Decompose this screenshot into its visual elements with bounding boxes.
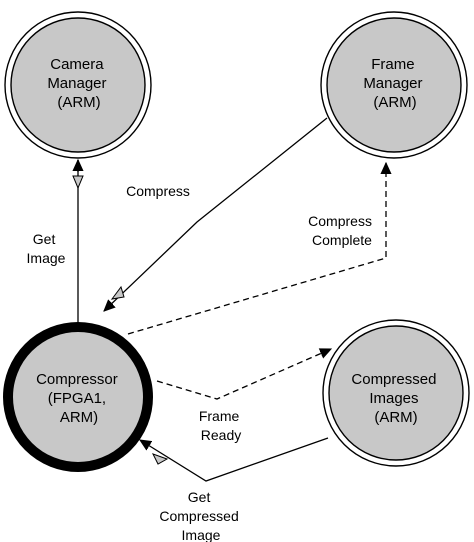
node-label-line: (ARM) <box>57 94 100 111</box>
node-frame-manager: Frame Manager (ARM) <box>320 11 468 159</box>
edge-label-line: Image <box>182 527 221 542</box>
node-label: Compressor (FPGA1, ARM) <box>36 371 122 426</box>
edge-label-line: Frame <box>199 408 240 424</box>
edge-label-get-image: Get Image <box>27 231 66 266</box>
edge-get-image <box>73 160 83 322</box>
open-arrowhead-icon <box>110 285 125 300</box>
edge-get-compressed-image <box>140 437 329 482</box>
edge-label-line: Image <box>27 250 66 266</box>
edge-label-line: Get <box>33 231 56 247</box>
node-compressor: Compressor (FPGA1, ARM) <box>3 322 153 472</box>
edge-label-line: Compress <box>308 213 372 229</box>
edge-compress-complete <box>127 163 386 335</box>
node-label-line: ARM) <box>60 409 98 426</box>
node-compressed-images: Compressed Images (ARM) <box>322 319 470 467</box>
edge-label-line: Ready <box>201 427 241 443</box>
node-label: Compressed Images (ARM) <box>351 371 440 426</box>
node-label-line: Compressed <box>351 371 436 388</box>
node-label-line: Camera <box>50 56 104 73</box>
node-camera-manager: Camera Manager (ARM) <box>4 11 152 159</box>
edge-label-frame-ready: Frame Ready <box>199 408 243 443</box>
edge-label-line: Compressed <box>159 508 238 524</box>
node-label-line: (ARM) <box>374 409 417 426</box>
edge-label-line: Get <box>188 489 211 505</box>
open-arrowhead-icon <box>151 453 169 465</box>
edge-label-get-compressed-image: Get Compressed Image <box>159 489 242 542</box>
node-label-line: Images <box>369 390 418 407</box>
edge-compress <box>104 117 328 311</box>
node-label-line: Compressor <box>36 371 118 388</box>
node-label: Frame Manager (ARM) <box>363 56 426 111</box>
node-label: Camera Manager (ARM) <box>47 56 110 111</box>
edge-label-compress-complete: Compress Complete <box>308 213 376 248</box>
node-label-line: Frame <box>371 56 414 73</box>
node-label-line: (FPGA1, <box>48 390 106 407</box>
edge-label-compress: Compress <box>126 183 190 199</box>
node-label-line: Manager <box>47 75 106 92</box>
edge-label-line: Complete <box>312 232 372 248</box>
node-label-line: (ARM) <box>373 94 416 111</box>
edge-frame-ready <box>156 349 331 400</box>
edge-label-line: Compress <box>126 183 190 199</box>
node-label-line: Manager <box>363 75 422 92</box>
open-arrowhead-icon <box>72 175 84 190</box>
